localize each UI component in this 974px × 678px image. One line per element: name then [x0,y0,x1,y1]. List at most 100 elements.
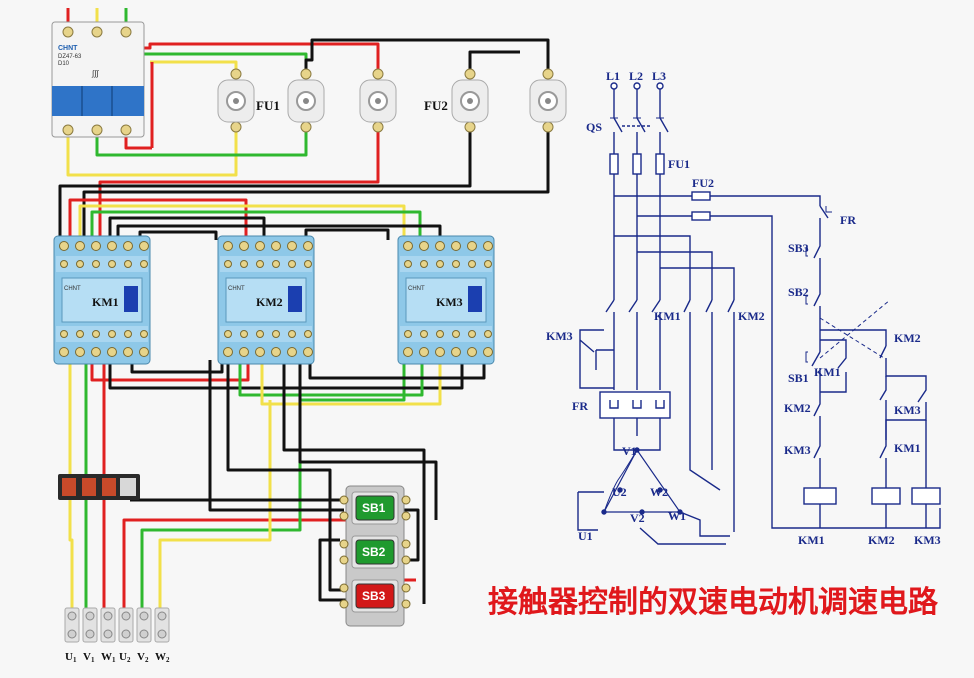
label-km1-right: KM1 [894,441,921,455]
breaker-brand: CHNT [58,45,78,52]
terminal-label: U2 [119,651,131,664]
wire-v2 [140,360,406,612]
push-button-label: SB3 [362,589,386,603]
label-sb3: SB3 [788,241,809,255]
push-button-sb2[interactable]: SB2 [339,535,411,569]
schematic-diagram [577,82,941,545]
label-l1: L1 [606,69,620,83]
label-km2-right: KM2 [894,331,921,345]
label-km1-main: KM1 [654,309,681,323]
fuse-holder [529,68,567,133]
label-qs: QS [586,120,602,134]
wire-btn-2 [226,360,348,592]
wire-top-red [126,42,380,74]
wire-red-fu2 [98,128,380,240]
label-w1: W1 [668,509,686,523]
label-km3-right: KM3 [894,403,921,417]
wire-bus-black-2 [116,224,442,240]
circuit-breaker: CHNT DZ47-63 D10 ∫∫∫ [51,21,145,138]
label-l3: L3 [652,69,666,83]
contactor-brand: CHNT [408,286,425,292]
contactor-label: KM1 [92,295,119,309]
label-km1-hold: KM1 [814,365,841,379]
label-sb2: SB2 [788,285,809,299]
label-coil-km1: KM1 [798,533,825,547]
label-sb1: SB1 [788,371,809,385]
label-u2: U2 [612,485,627,499]
wire-top-green [140,52,308,74]
wire-top-black-2 [468,50,520,76]
label-u1: U1 [578,529,593,543]
fuse-holder [359,68,397,133]
fu2-label: FU2 [424,98,448,113]
terminal-w2: W2 [154,607,170,664]
terminal-label: V1 [83,651,95,664]
wire-bus-black-4 [304,228,390,240]
wire-bus-red [68,198,248,240]
terminal-v2: V2 [136,607,152,664]
terminal-label: U1 [65,651,77,664]
terminal-v1: V1 [82,607,98,664]
contactor-brand: CHNT [64,286,81,292]
wire-bus-black-3 [138,230,218,240]
fuse-holder [451,68,489,133]
label-v1: V1 [622,444,637,458]
push-button-sb3[interactable]: SB3 [339,579,411,613]
label-km3-main: KM3 [546,329,573,343]
terminal-u1: U1 [64,607,80,664]
terminal-u2: U2 [118,607,134,664]
terminal-label: V2 [137,651,149,664]
fu1-label: FU1 [256,98,280,113]
label-l2: L2 [629,69,643,83]
diagram-title: 接触器控制的双速电动机调速电路 [488,585,939,620]
label-km2-main: KM2 [738,309,765,323]
wire-u1 [68,360,74,612]
thermal-relay [58,474,140,500]
breaker-model: DZ47-63 [58,54,82,60]
wire-u2 [158,400,272,612]
label-w2: W2 [650,485,668,499]
wire-btn-6 [404,508,420,562]
wire-top-black-1 [304,38,550,76]
wire-green-fu1 [95,125,308,157]
label-coil-km3: KM3 [914,533,941,547]
fuse-holder [287,68,325,133]
contactor-km2: CHNT KM2 [217,235,315,365]
label-fu1-schem: FU1 [668,157,690,171]
wire-bus-yellow [78,204,406,240]
wire-low-yellow [260,360,442,406]
contactor-km1: CHNT KM1 [53,235,151,365]
terminal-w1: W1 [100,607,116,664]
wire-low-red [90,360,250,382]
wire-black-fu2b [82,128,550,240]
wire-black-fu2a [58,128,472,240]
breaker-handles [52,86,144,116]
wire-btn-1 [208,360,344,512]
terminal-label: W2 [155,651,170,664]
terminal-label: W1 [101,651,116,664]
wire-bus-black-1 [108,216,266,240]
contactor-brand: CHNT [228,286,245,292]
label-coil-km2: KM2 [868,533,895,547]
push-button-sb1[interactable]: SB1 [339,491,411,525]
wire-low-black-3 [308,360,486,380]
schematic-labels: L1 L2 L3 QS FU1 FU2 FR SB3 SB2 SB1 KM1 K… [546,69,941,547]
wire-low-black-1 [108,360,464,390]
label-km2-il: KM2 [784,401,811,415]
label-fr-ctrl: FR [840,213,856,227]
breaker-symbol: ∫∫∫ [91,69,99,78]
breaker-rating: D10 [58,61,70,67]
wire-low-black-2 [130,360,224,374]
label-fr-main: FR [572,399,588,413]
push-button-label: SB1 [362,501,386,515]
wire-w2 [122,518,352,612]
label-km3-il: KM3 [784,443,811,457]
contactor-label: KM2 [256,295,283,309]
fuse-group [217,68,567,133]
breaker-body [51,21,145,138]
wire-top-yellow [150,60,238,74]
